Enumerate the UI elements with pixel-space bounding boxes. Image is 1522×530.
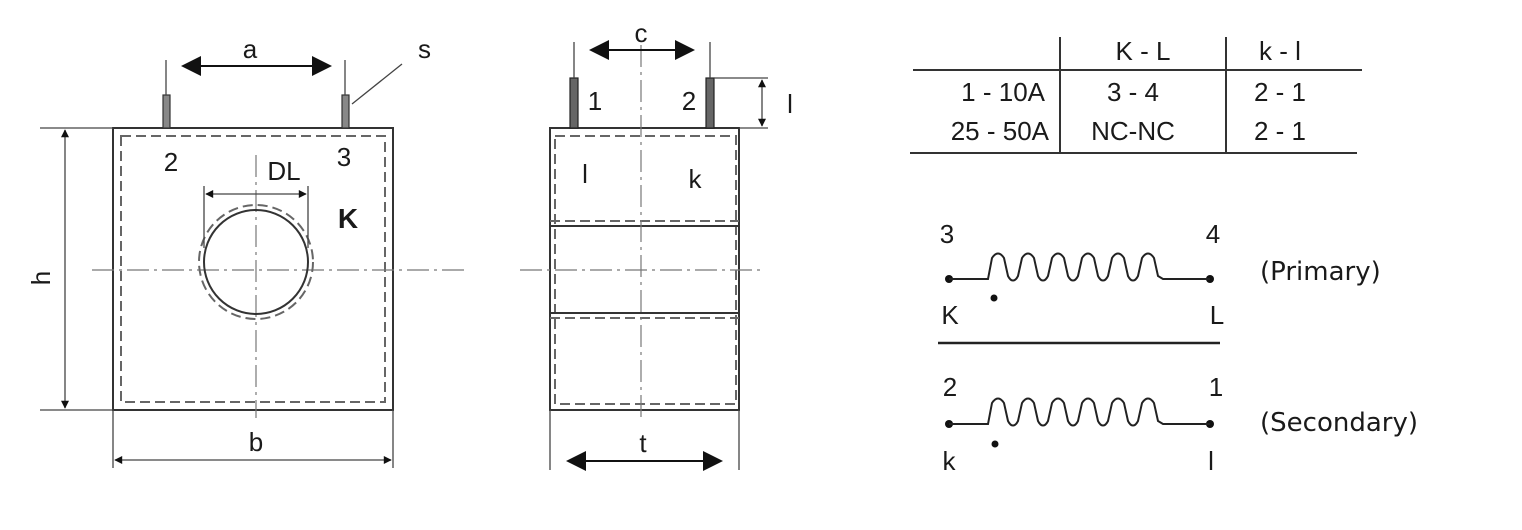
dim-t-label: t	[639, 428, 647, 458]
primary-winding-coil	[949, 252, 1210, 282]
side-polarity-k-label: k	[689, 164, 703, 194]
side-view: c l t 1 2 l k	[520, 18, 793, 471]
front-body-outline	[112, 127, 394, 411]
primary-terminal-3-label: 3	[940, 219, 954, 249]
table-cell: 2 - 1	[1254, 116, 1306, 146]
primary-polarity-dot	[990, 294, 998, 302]
terminal-table: K - L k - l 1 - 10A 3 - 4 2 - 1 25 - 50A…	[910, 36, 1362, 154]
table-header-kl: K - L	[1116, 36, 1171, 66]
dim-a-label: a	[243, 34, 258, 64]
front-view: a s h b DL 2 3 K	[26, 34, 465, 468]
dim-c-label: c	[635, 18, 648, 48]
dim-h-label: h	[26, 271, 56, 285]
front-terminal-pin-3	[341, 94, 350, 129]
secondary-terminal-1-label: 1	[1209, 372, 1223, 402]
table-cell: 2 - 1	[1254, 77, 1306, 107]
primary-caption: (Primary)	[1260, 257, 1381, 287]
front-polarity-k-label: K	[338, 203, 358, 234]
table-cell: 3 - 4	[1107, 77, 1159, 107]
front-terminal-pin-2	[162, 94, 171, 129]
dim-b-label: b	[249, 427, 263, 457]
primary-terminal-4-label: 4	[1206, 219, 1220, 249]
table-cell: 1 - 10A	[961, 77, 1045, 107]
secondary-terminal-2-label: 2	[943, 372, 957, 402]
primary-hole-dashed	[198, 204, 314, 320]
front-terminal-2-label: 2	[164, 147, 178, 177]
dim-s-leader	[351, 63, 403, 105]
side-terminal-pin-2	[705, 77, 715, 129]
winding-schematic: 3 4 K L (Primary) 2 1 k l (Secondary)	[938, 219, 1418, 476]
dim-l-label: l	[787, 89, 793, 119]
side-polarity-l-label: l	[582, 159, 588, 189]
secondary-winding-coil	[949, 397, 1210, 427]
front-body-inner-dashed	[120, 135, 386, 403]
dim-dl-label: DL	[267, 156, 300, 186]
side-body-outline	[549, 127, 740, 411]
side-terminal-2-label: 2	[682, 86, 696, 116]
primary-terminal-l-label: L	[1210, 300, 1224, 330]
side-terminal-1-label: 1	[588, 86, 602, 116]
side-terminal-pin-1	[569, 77, 579, 129]
secondary-caption: (Secondary)	[1260, 408, 1418, 438]
secondary-polarity-dot	[991, 440, 999, 448]
table-header-kl-small: k - l	[1259, 36, 1301, 66]
secondary-terminal-l-label: l	[1208, 446, 1214, 476]
primary-hole	[203, 209, 309, 315]
primary-terminal-k-label: K	[941, 300, 959, 330]
table-cell: 25 - 50A	[951, 116, 1050, 146]
table-cell: NC-NC	[1091, 116, 1175, 146]
dim-s-label: s	[418, 34, 431, 64]
secondary-terminal-k-label: k	[943, 446, 957, 476]
front-terminal-3-label: 3	[337, 142, 351, 172]
